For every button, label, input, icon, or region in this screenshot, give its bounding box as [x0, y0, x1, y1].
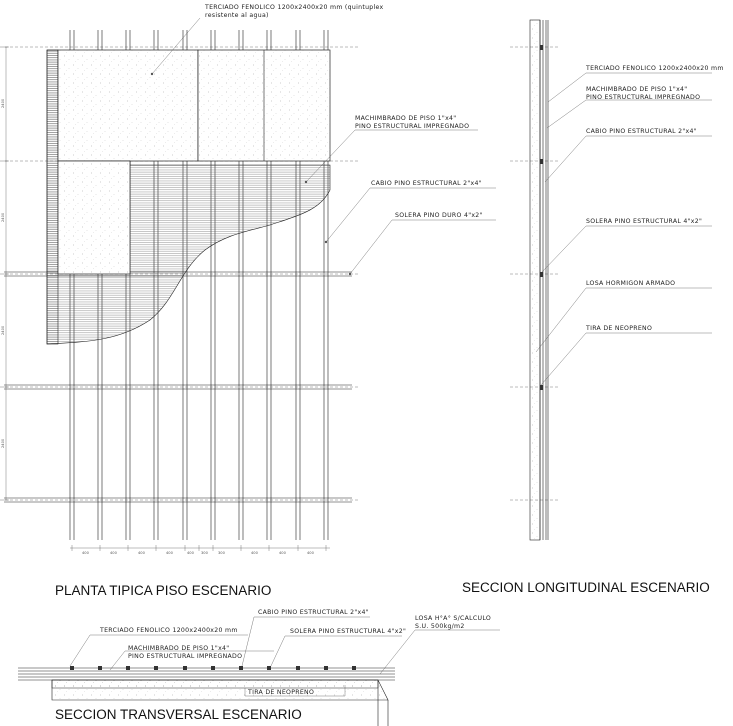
terciado-panels: [57, 49, 331, 275]
side-dim-3: 2400: [1, 325, 5, 335]
solera-block: [540, 45, 543, 50]
seccion-transversal: TERCIADO FENOLICO 1200x2400x20 mm CABIO …: [18, 609, 500, 726]
longitudinal-leaders: [535, 72, 712, 386]
planta-tipica-plan: 2400 2400 2400 2400 400 400 400 400 400 …: [0, 4, 496, 598]
trans-solera-blocks: [70, 666, 356, 670]
long-label-losa: LOSA HORMIGON ARMADO: [586, 280, 675, 287]
longitudinal-title: SECCION LONGITUDINAL ESCENARIO: [462, 580, 710, 595]
bottom-dim-1: 400: [82, 551, 90, 555]
seccion-longitudinal: TERCIADO FENOLICO 1200x2400x20 mm MACHIM…: [462, 19, 724, 595]
bottom-dim-5: 400: [187, 551, 195, 555]
planta-label-terciado-2: resistente al agua): [205, 12, 269, 19]
long-label-tira: TIRA DE NEOPRENO: [585, 325, 652, 332]
trans-label-tira: TIRA DE NEOPRENO: [247, 689, 314, 696]
bottom-dim-6: 300: [201, 551, 209, 555]
trans-label-losa-1: LOSA H°A° S/CALCULO: [415, 614, 491, 622]
long-label-machimbrado-1: MACHIMBRADO DE PISO 1"x4": [586, 86, 687, 93]
side-dimension-line: [3, 46, 9, 501]
trans-label-machimbrado-1: MACHIMBRADO DE PISO 1"x4": [128, 645, 229, 652]
solera-block: [540, 272, 543, 277]
bottom-dim-4: 400: [166, 551, 174, 555]
planta-label-terciado-1: TERCIADO FENOLICO 1200x2400x20 mm (quint…: [204, 4, 384, 11]
solera-block: [540, 385, 543, 390]
planta-label-solera: SOLERA PINO DURO 4"x2": [395, 212, 483, 219]
planta-leaders: [150, 17, 496, 276]
bottom-dim-8: 400: [251, 551, 259, 555]
side-dim-4: 2400: [1, 438, 5, 448]
trans-label-cabio: CABIO PINO ESTRUCTURAL 2"x4": [258, 609, 369, 616]
edge-strip: [46, 49, 59, 345]
bottom-dim-7: 300: [218, 551, 226, 555]
trans-label-solera: SOLERA PINO ESTRUCTURAL 4"x2": [290, 628, 406, 635]
planta-label-cabio: CABIO PINO ESTRUCTURAL 2"x4": [371, 180, 482, 187]
trans-label-losa-2: S.U. 500kg/m2: [415, 623, 465, 630]
planta-label-machimbrado-1: MACHIMBRADO DE PISO 1"x4": [355, 115, 456, 122]
bottom-dimension-line: [70, 545, 330, 551]
transversal-leaders: [69, 616, 500, 697]
long-label-terciado: TERCIADO FENOLICO 1200x2400x20 mm: [585, 65, 724, 72]
planta-label-machimbrado-2: PINO ESTRUCTURAL IMPREGNADO: [355, 123, 469, 130]
long-label-machimbrado-2: PINO ESTRUCTURAL IMPREGNADO: [586, 94, 700, 101]
side-dim-1: 2400: [1, 98, 5, 108]
long-label-solera: SOLERA PINO ESTRUCTURAL 4"x2": [586, 218, 702, 225]
bottom-dim-3: 400: [138, 551, 146, 555]
bottom-dim-2: 400: [110, 551, 118, 555]
long-label-cabio: CABIO PINO ESTRUCTURAL 2"x4": [586, 128, 697, 135]
planta-title: PLANTA TIPICA PISO ESCENARIO: [55, 583, 271, 598]
transversal-title: SECCION TRANSVERSAL ESCENARIO: [55, 707, 302, 722]
bottom-dim-10: 400: [307, 551, 315, 555]
side-dim-2: 2400: [1, 212, 5, 222]
losa-slab: [529, 19, 541, 541]
solera-block: [540, 159, 543, 164]
trans-label-machimbrado-2: PINO ESTRUCTURAL IMPREGNADO: [128, 653, 242, 660]
trans-label-terciado: TERCIADO FENOLICO 1200x2400x20 mm: [99, 627, 238, 634]
bottom-dim-9: 400: [279, 551, 287, 555]
